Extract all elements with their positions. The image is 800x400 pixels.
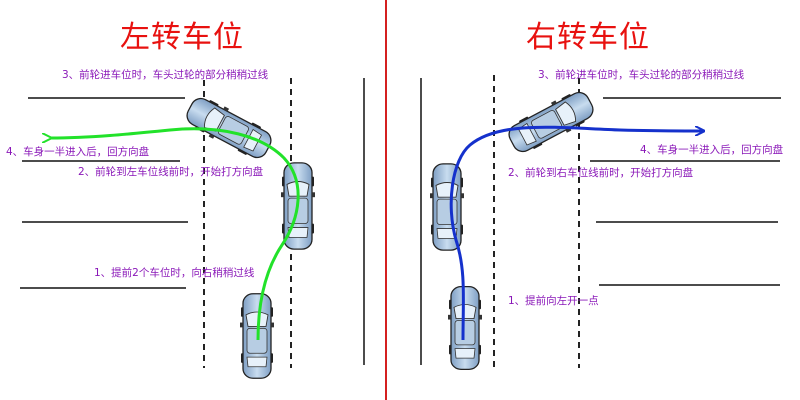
left-turn-path <box>50 127 300 341</box>
right-step-2: 2、前轮到右车位线前时，开始打方向盘 <box>508 167 694 179</box>
left-step-2: 2、前轮到左车位线前时，开始打方向盘 <box>78 166 264 178</box>
car-icon <box>429 163 465 251</box>
left-panel-title: 左转车位 <box>120 20 244 55</box>
right-dashed-lines <box>493 75 580 368</box>
right-step-4: 4、车身一半进入后，回方向盘 <box>640 144 784 156</box>
left-step-1: 1、提前2个车位时，向右稍稍过线 <box>94 267 255 279</box>
left-step-4: 4、车身一半进入后，回方向盘 <box>6 146 150 158</box>
left-lane-lines <box>20 78 365 365</box>
right-lane-lines <box>420 78 781 365</box>
right-panel-title: 右转车位 <box>526 20 650 55</box>
right-turn-path <box>449 125 703 341</box>
right-step-1: 1、提前向左开一点 <box>508 295 599 307</box>
left-step-3: 3、前轮进车位时，车头过轮的部分稍稍过线 <box>62 69 269 81</box>
car-icon <box>503 85 599 159</box>
right-step-3: 3、前轮进车位时，车头过轮的部分稍稍过线 <box>538 69 745 81</box>
car-icon <box>447 285 483 371</box>
